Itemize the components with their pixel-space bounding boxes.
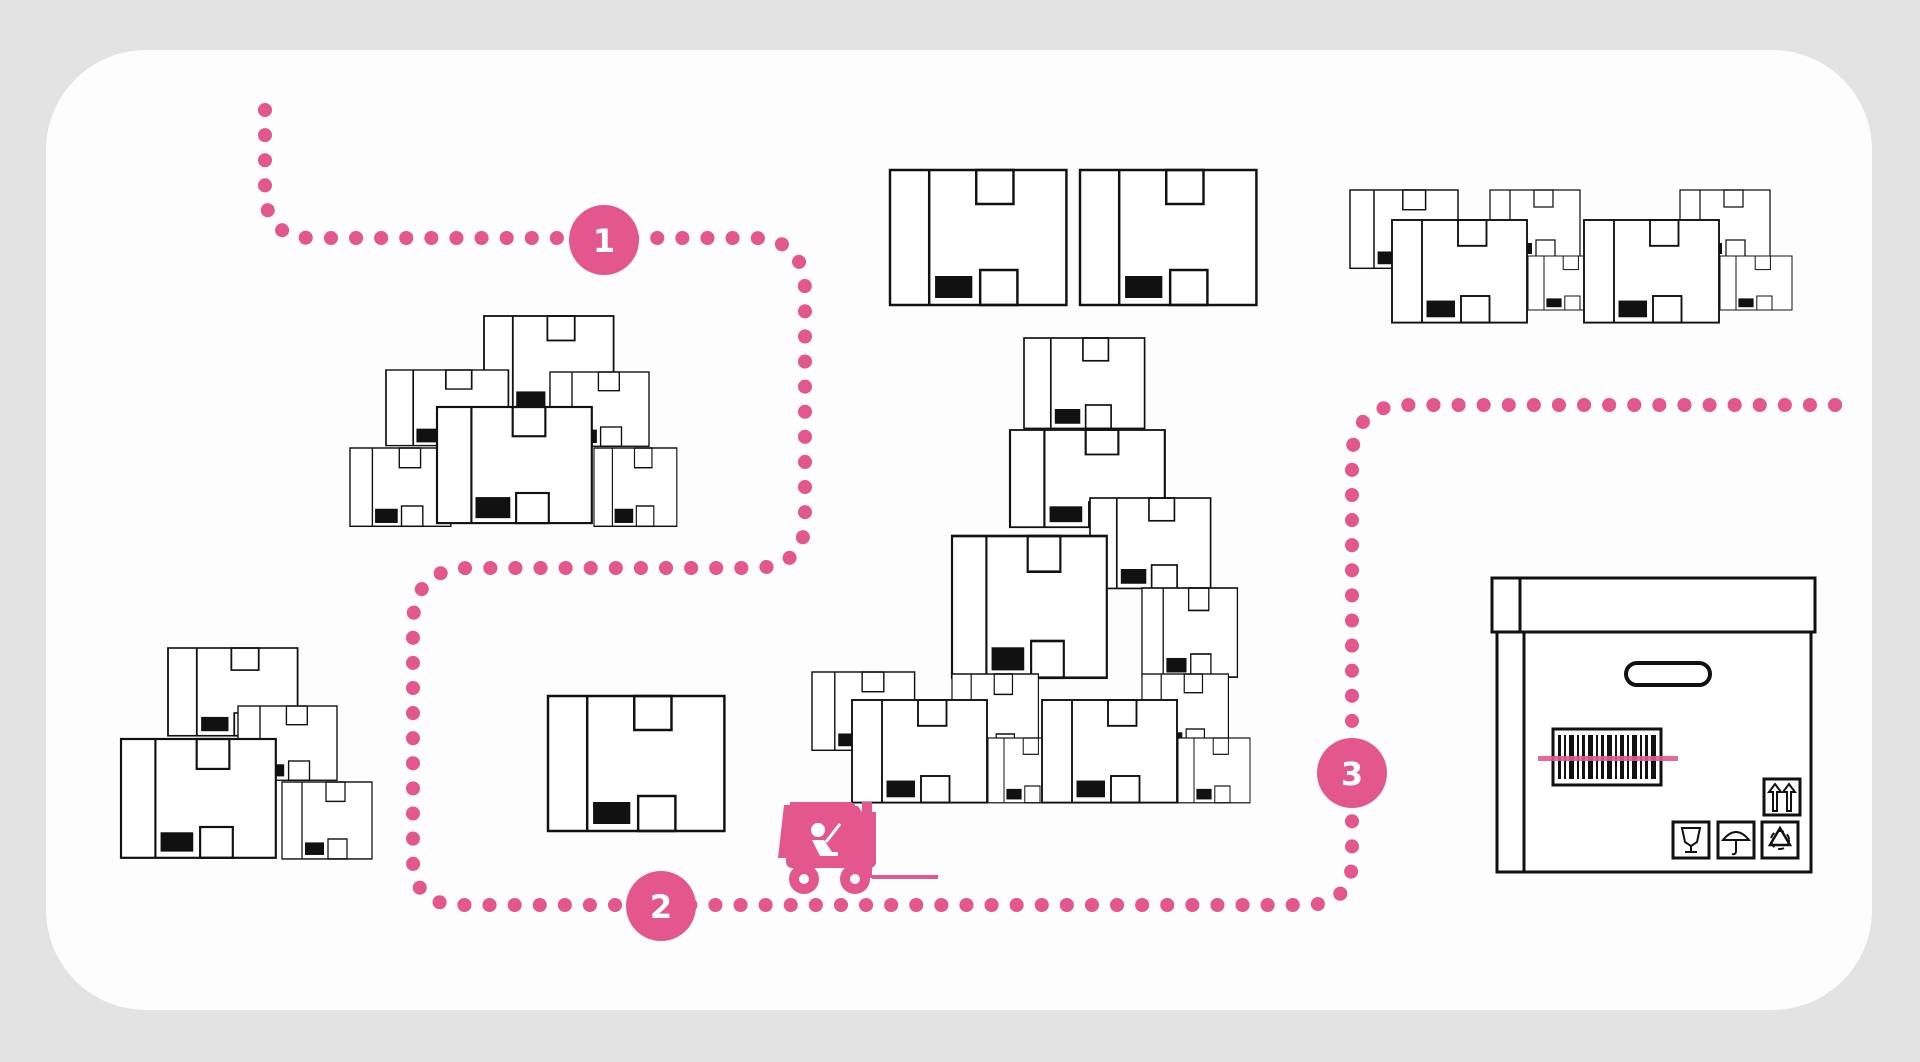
step-number-3: 3 [1341, 755, 1363, 793]
this-side-up-icon [1762, 777, 1802, 817]
step-number-1: 1 [593, 222, 615, 260]
single-box [546, 694, 726, 833]
storage-box [1490, 576, 1817, 874]
step-marker-1: 1 [569, 205, 639, 275]
forklift-icon [778, 802, 938, 894]
umbrella-icon [1716, 820, 1756, 860]
box-row-top-right [1349, 189, 1793, 324]
handle-slot [1624, 661, 1712, 687]
fragile-glass-icon [1671, 820, 1711, 860]
route-path [258, 103, 1847, 912]
step-number-2: 2 [650, 888, 672, 926]
step-marker-3: 3 [1317, 738, 1387, 808]
step-marker-2: 2 [626, 871, 696, 941]
barcode-icon [1538, 727, 1678, 787]
recycle-icon [1760, 820, 1800, 860]
